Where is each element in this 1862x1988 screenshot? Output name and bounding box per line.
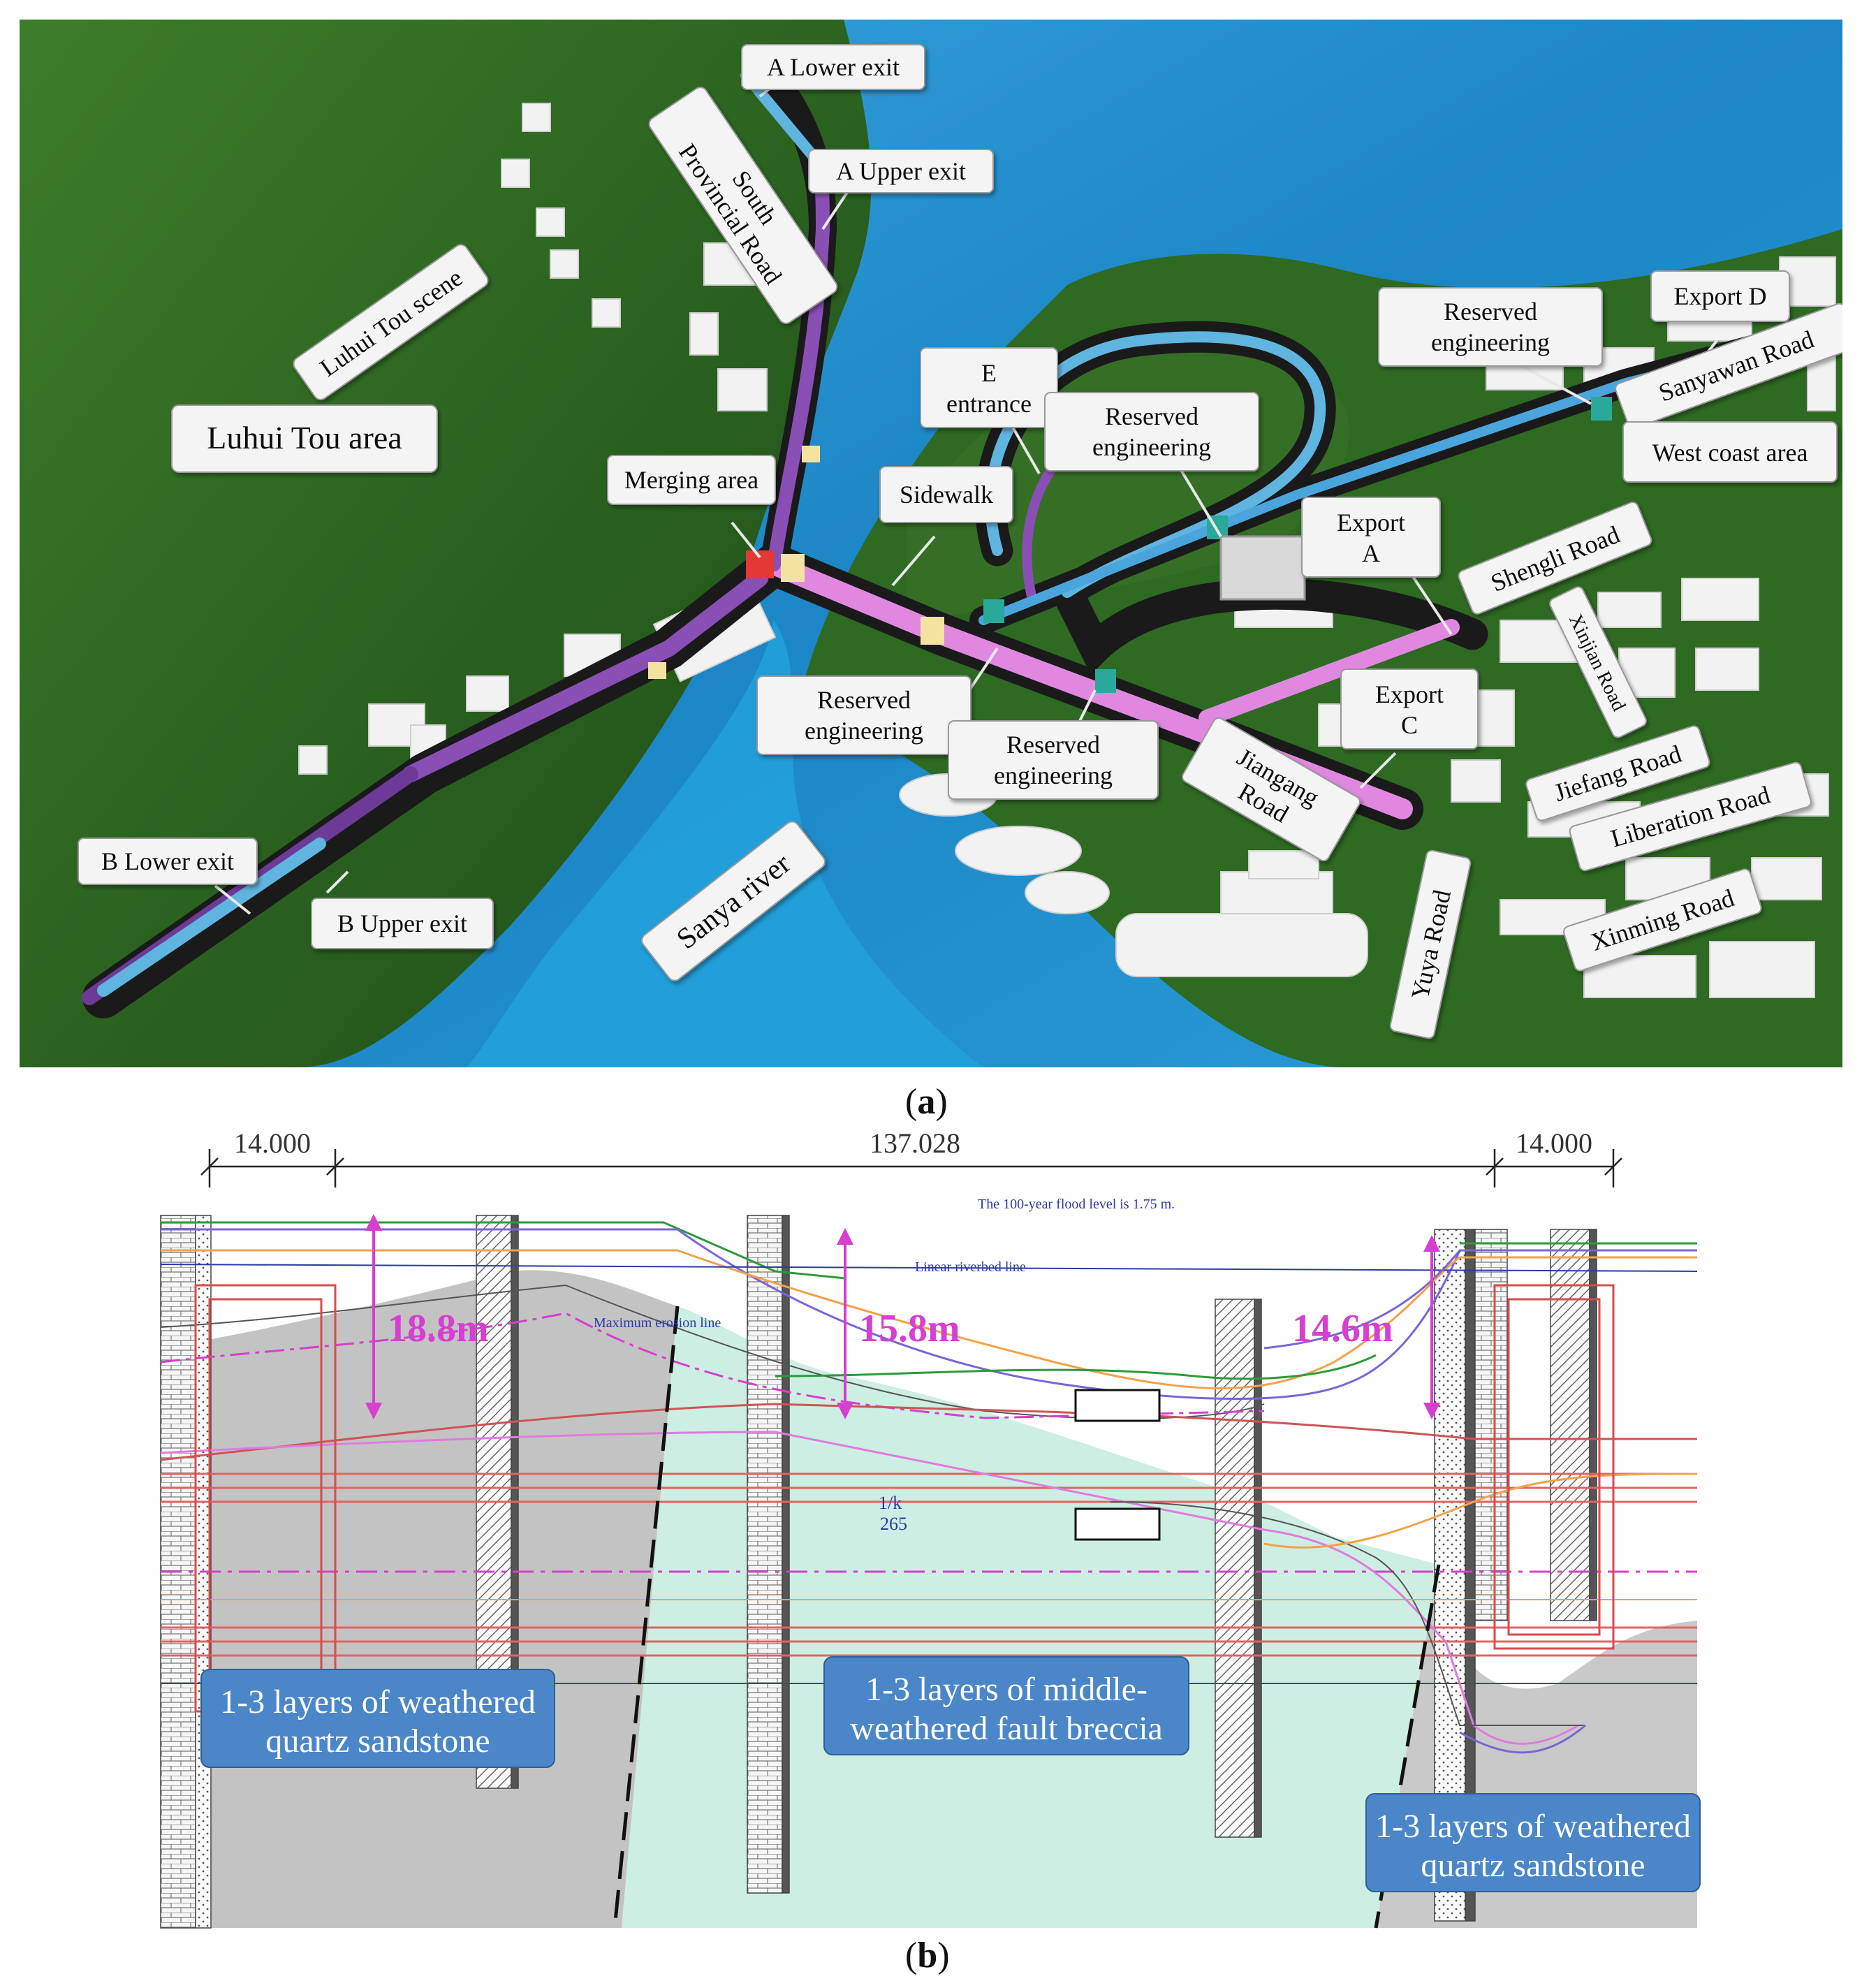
label-a-lower-exit: A Lower exit [741,44,925,90]
label-reserved-engineering-sw: Reserved engineering [756,675,972,755]
label-a-upper-exit: A Upper exit [808,149,994,193]
section-markers [1074,1389,1161,1541]
export-d-text: Export D [1674,282,1767,310]
zone-left-line2: quartz sandstone [265,1723,490,1760]
reserved-engineering-loop-text-1: Reserved [1105,402,1198,430]
depth-left: 18.8m [388,1307,489,1350]
label-sidewalk: Sidewalk [879,466,1013,523]
label-b-lower-exit: B Lower exit [78,838,258,885]
dimension-right: 14.000 [1516,1127,1592,1159]
reserved-engineering-d-text-2: engineering [1431,328,1550,356]
aerial-rendering: A Lower exit South Provincial Road A Upp… [20,20,1842,1067]
depth-arrows [365,1214,1440,1419]
e-entrance-text-1: E [981,359,997,387]
depth-right: 14.6m [1292,1307,1393,1350]
export-c-text-2: C [1401,711,1418,739]
e-entrance-text-2: entrance [946,390,1032,418]
zone-middle-line2: weathered fault breccia [850,1710,1163,1747]
flood-level-annotation: The 100-year flood level is 1.75 m. [978,1197,1175,1212]
zone-middle-line1: 1-3 layers of middle- [865,1671,1148,1708]
zone-left-line1: 1-3 layers of weathered [220,1683,536,1720]
reserved-engineering-s-text-2: engineering [994,761,1113,789]
label-b-upper-exit: B Upper exit [311,898,494,949]
slope-value-annotation: 265 [880,1514,907,1534]
a-lower-exit-text: A Lower exit [767,53,900,81]
zone-right-line2: quartz sandstone [1421,1847,1645,1884]
label-export-d: Export D [1650,270,1790,322]
label-e-entrance: E entrance [920,347,1058,428]
slope-annotation: 1/k [879,1493,902,1513]
label-yuya-road: Yuya Road [1389,849,1472,1039]
caption-b: (b) [905,1936,950,1975]
luhui-tou-area-text: Luhui Tou area [207,420,402,455]
zone-right-line1: 1-3 layers of weathered [1375,1808,1691,1845]
caption-a: (a) [905,1082,948,1122]
geological-section: 14.000 137.028 14.000 [160,1127,1701,1929]
label-reserved-engineering-loop: Reserved engineering [1044,392,1259,472]
export-c-text-1: Export [1375,680,1444,708]
tunnel-markers [648,397,1612,693]
depth-middle: 15.8m [859,1307,960,1350]
label-reserved-engineering-s: Reserved engineering [948,720,1159,800]
export-a-text-2: A [1362,539,1380,567]
a-upper-exit-text: A Upper exit [836,157,966,185]
riverbed-line-annotation: Linear riverbed line [915,1259,1026,1275]
reserved-engineering-sw-text-2: engineering [805,717,923,745]
label-jiangang-road: Jiangang Road [1182,717,1361,862]
sidewalk-text: Sidewalk [900,481,993,509]
merging-area-text: Merging area [624,466,758,494]
label-merging-area: Merging area [607,455,776,505]
export-a-text-1: Export [1337,509,1405,536]
label-luhui-tou-area: Luhui Tou area [171,404,438,473]
zone-label-left: 1-3 layers of weathered quartz sandstone [200,1669,555,1768]
label-export-a: Export A [1301,497,1441,578]
erosion-line-annotation: Maximum erosion line [594,1315,721,1331]
zone-label-right: 1-3 layers of weathered quartz sandstone [1365,1793,1701,1892]
west-coast-area-text: West coast area [1652,439,1808,467]
label-west-coast-area: West coast area [1622,421,1838,483]
b-lower-exit-text: B Lower exit [101,847,234,875]
dimension-lines [200,1149,1622,1187]
label-reserved-engineering-d: Reserved engineering [1378,287,1603,367]
zone-label-middle: 1-3 layers of middle- weathered fault br… [823,1656,1189,1755]
reserved-engineering-sw-text-1: Reserved [817,686,911,714]
sanya-river-water [467,620,983,1067]
label-export-c: Export C [1340,668,1479,750]
fault-lines [613,1306,1441,1929]
luhui-tou-land [20,20,872,1067]
b-upper-exit-text: B Upper exit [337,909,467,937]
reserved-engineering-loop-text-2: engineering [1092,433,1211,461]
reserved-engineering-d-text-1: Reserved [1444,298,1537,326]
dimension-left: 14.000 [234,1127,311,1159]
dimension-middle: 137.028 [870,1127,960,1159]
reserved-engineering-s-text-1: Reserved [1006,731,1100,759]
